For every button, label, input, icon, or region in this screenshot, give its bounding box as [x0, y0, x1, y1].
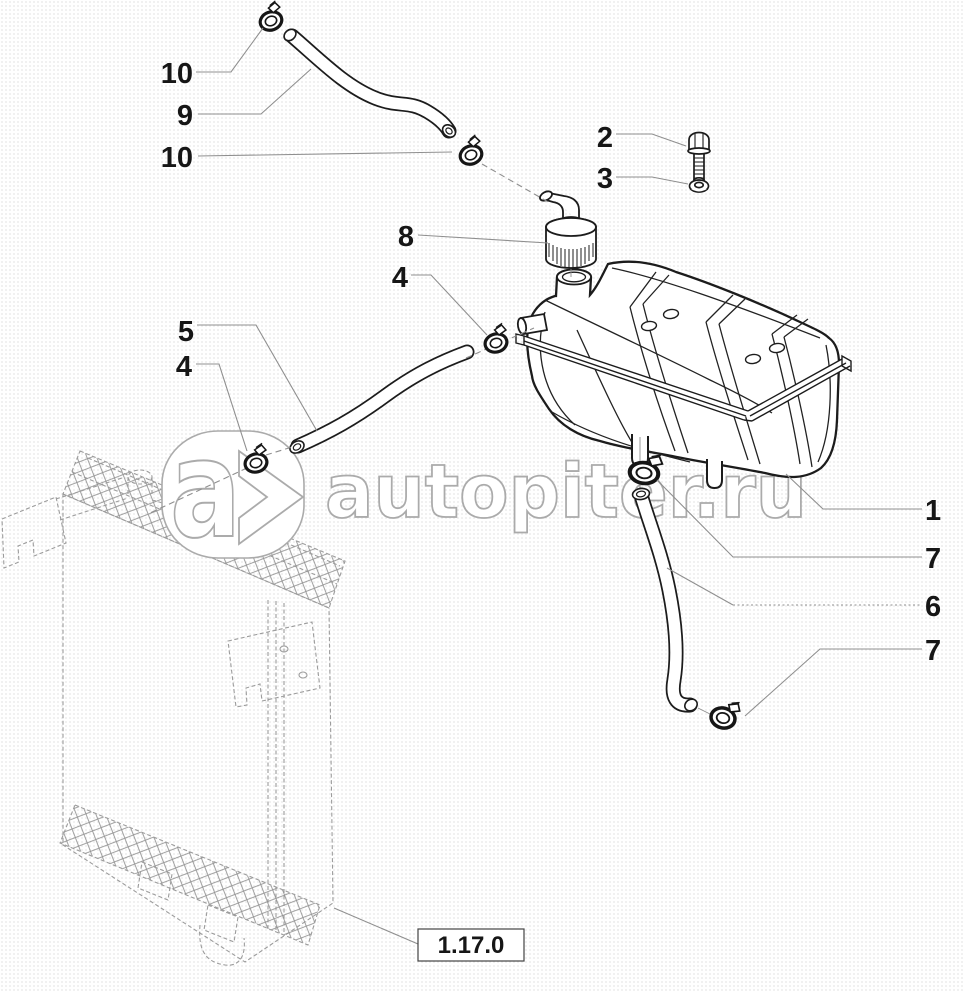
callout-7-top[interactable]: 7	[925, 543, 941, 575]
callout-1[interactable]: 1	[925, 495, 941, 527]
tank-filler-neck	[556, 268, 592, 286]
tank-top-holes	[640, 308, 786, 365]
hose-clamp-7-bottom	[706, 694, 744, 734]
callout-5[interactable]: 5	[178, 316, 194, 348]
tank-side-nipple	[516, 312, 549, 336]
callout-9[interactable]: 9	[177, 100, 193, 132]
axis-clamp4-to-radiator	[149, 467, 248, 514]
axis-clamp10-to-cap	[481, 163, 551, 204]
hose-clamp-10-mid	[453, 132, 488, 169]
callout-4-left[interactable]: 4	[176, 351, 192, 383]
callout-4-right[interactable]: 4	[392, 262, 408, 294]
callout-7-bottom[interactable]: 7	[925, 635, 941, 667]
hose-clamp-10-top	[253, 0, 288, 35]
hose-5	[289, 344, 475, 454]
callout-10-mid[interactable]: 10	[161, 142, 193, 174]
radiator-mid-bracket	[227, 621, 321, 708]
watermark: a autopiter.ru	[161, 410, 808, 569]
radiator-bottom-header	[59, 804, 321, 946]
bolt	[687, 131, 711, 184]
callout-3[interactable]: 3	[597, 163, 613, 195]
axis-clamp4-to-hose5	[265, 446, 293, 456]
filler-cap	[539, 190, 597, 269]
logo-chevron-icon	[238, 449, 305, 546]
hose-9	[283, 28, 457, 139]
hose-6	[631, 487, 698, 713]
radiator-left-bracket	[1, 496, 67, 569]
callout-8[interactable]: 8	[398, 221, 414, 253]
reference-code[interactable]: 1.17.0	[438, 932, 505, 959]
watermark-logo-blob	[161, 430, 305, 559]
watermark-logo-letter: a	[170, 411, 241, 568]
callout-2[interactable]: 2	[597, 122, 613, 154]
main-drawing	[149, 0, 852, 734]
callout-10-top[interactable]: 10	[161, 58, 193, 90]
washer	[688, 179, 710, 193]
callout-6[interactable]: 6	[925, 591, 941, 623]
leader-lines	[196, 27, 922, 945]
tank-spigot-right	[706, 459, 723, 490]
tank-mounting-rail	[515, 333, 852, 422]
axis-hose5-to-nipple	[465, 327, 535, 359]
reference-box[interactable]: 1.17.0	[417, 928, 525, 962]
watermark-site-text: autopiter.ru	[325, 449, 807, 535]
callout-labels: 10 9 10 2 3 8 4 5 4 1 7 6 7	[161, 58, 941, 667]
